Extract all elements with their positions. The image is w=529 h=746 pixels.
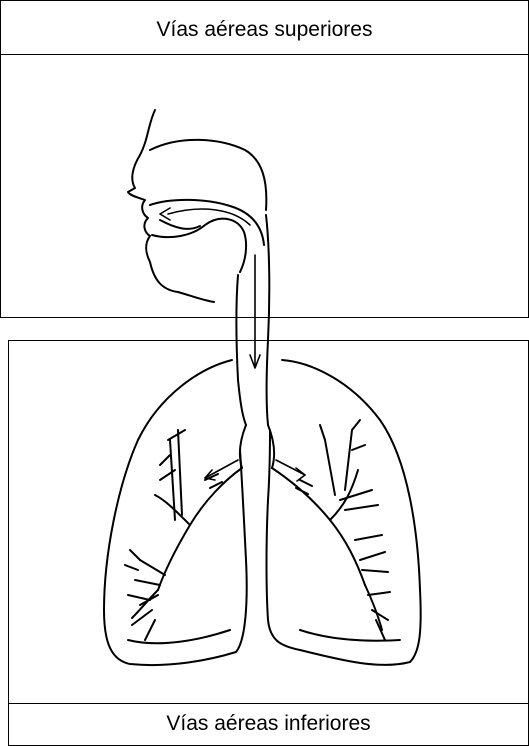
trachea-left (237, 275, 247, 425)
head-back (150, 140, 266, 210)
right-bronchus (272, 468, 365, 585)
trachea-right (266, 215, 269, 425)
head-profile (128, 110, 214, 302)
tongue (160, 220, 200, 229)
left-bronchus (158, 468, 242, 590)
right-lung (267, 360, 421, 665)
